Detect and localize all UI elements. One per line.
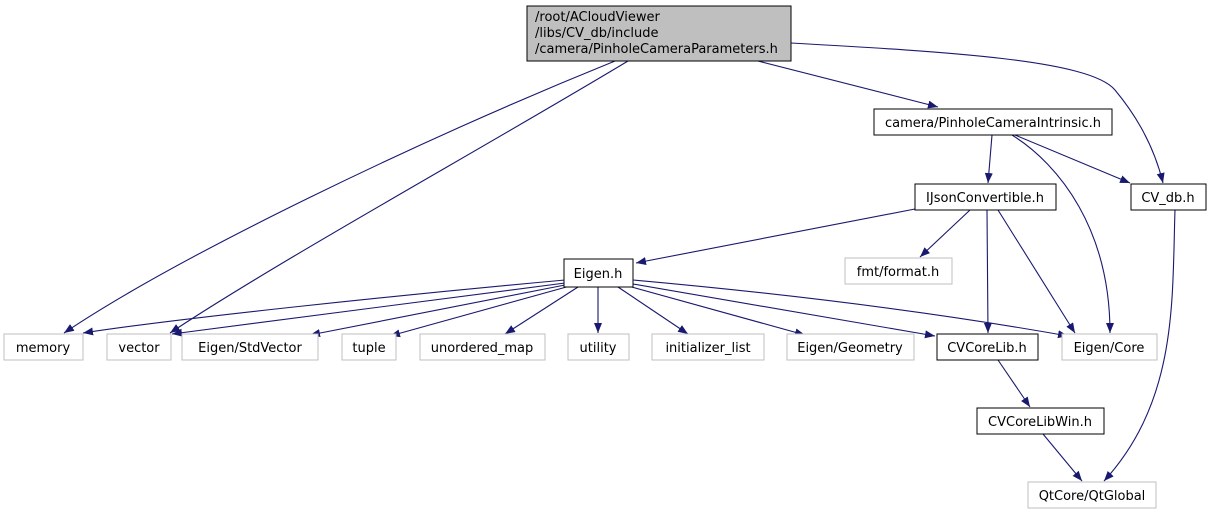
edge-eigen-tuple — [389, 285, 571, 338]
node-eigen[interactable]: Eigen.h — [563, 258, 634, 288]
node-root-line-1: /root/ACloudViewer — [535, 10, 660, 25]
node-eigen-stdvector: Eigen/StdVector — [181, 333, 319, 361]
node-fmt-format-label: fmt/format.h — [857, 265, 939, 280]
edge-root-memory — [63, 60, 616, 334]
node-tuple: tuple — [341, 333, 397, 361]
edges — [63, 42, 1176, 482]
node-eigen-geometry: Eigen/Geometry — [786, 333, 915, 361]
edge-cvcorelib-cvcorelibwin — [997, 359, 1031, 408]
node-utility-label: utility — [580, 341, 617, 356]
edge-intrinsic-cvdb — [1014, 134, 1131, 184]
node-eigen-core: Eigen/Core — [1061, 333, 1158, 361]
edge-ijson-cvcorelib — [983, 209, 992, 334]
edge-eigen-initializer-list — [617, 286, 689, 335]
node-root[interactable]: /root/ACloudViewer /libs/CV_db/include /… — [526, 5, 792, 62]
node-cv-db-label: CV_db.h — [1141, 191, 1194, 206]
node-pinhole-camera-intrinsic-label: camera/PinholeCameraIntrinsic.h — [885, 116, 1101, 131]
node-eigen-geometry-label: Eigen/Geometry — [797, 341, 903, 356]
edge-ijson-eigencore — [997, 209, 1076, 334]
edge-eigen-stdvector — [309, 284, 566, 338]
edge-eigen-memory — [82, 279, 566, 336]
node-root-line-2: /libs/CV_db/include — [535, 26, 658, 41]
node-vector: vector — [106, 333, 172, 361]
edge-root-vector — [169, 60, 629, 334]
node-cvcorelibwin-label: CVCoreLibWin.h — [988, 415, 1092, 430]
node-initializer-list: initializer_list — [651, 333, 765, 361]
node-unordered-map-label: unordered_map — [431, 341, 534, 356]
node-unordered-map: unordered_map — [419, 333, 546, 361]
edge-eigen-unordered-map — [504, 286, 579, 335]
edge-eigen-eigencore — [632, 279, 1069, 339]
node-eigen-stdvector-label: Eigen/StdVector — [198, 341, 302, 356]
edge-intrinsic-eigencore — [1011, 134, 1114, 334]
node-cv-db[interactable]: CV_db.h — [1130, 183, 1207, 211]
node-eigen-label: Eigen.h — [574, 267, 623, 282]
node-ijson-convertible[interactable]: IJsonConvertible.h — [914, 183, 1057, 211]
edge-root-intrinsic — [757, 60, 939, 109]
edge-intrinsic-ijson — [984, 134, 993, 184]
edge-eigen-cvcorelib — [632, 283, 936, 339]
node-ijson-convertible-label: IJsonConvertible.h — [926, 191, 1044, 206]
node-cvcorelib-label: CVCoreLib.h — [947, 341, 1027, 356]
node-cvcorelibwin[interactable]: CVCoreLibWin.h — [976, 407, 1105, 435]
edge-eigen-vector — [171, 282, 566, 337]
node-cvcorelib[interactable]: CVCoreLib.h — [936, 333, 1039, 361]
node-memory: memory — [3, 333, 84, 361]
node-tuple-label: tuple — [352, 341, 385, 356]
node-root-line-3: /camera/PinholeCameraParameters.h — [535, 42, 778, 57]
node-memory-label: memory — [16, 341, 71, 356]
node-utility: utility — [567, 333, 630, 361]
edge-ijson-fmt — [919, 209, 971, 258]
node-eigen-core-label: Eigen/Core — [1074, 341, 1145, 356]
node-fmt-format: fmt/format.h — [844, 257, 953, 285]
edge-cvcorelibwin-qtglobal — [1042, 433, 1083, 482]
node-qtcore-qtglobal-label: QtCore/QtGlobal — [1039, 489, 1146, 504]
node-initializer-list-label: initializer_list — [665, 341, 750, 356]
edge-ijson-eigen — [635, 208, 916, 266]
node-pinhole-camera-intrinsic[interactable]: camera/PinholeCameraIntrinsic.h — [873, 108, 1113, 136]
edge-cvdb-qtglobal — [1103, 209, 1176, 482]
edge-root-cvdb — [790, 42, 1165, 184]
node-vector-label: vector — [118, 341, 160, 356]
edge-eigen-geometry — [627, 285, 806, 337]
node-qtcore-qtglobal: QtCore/QtGlobal — [1027, 481, 1157, 509]
